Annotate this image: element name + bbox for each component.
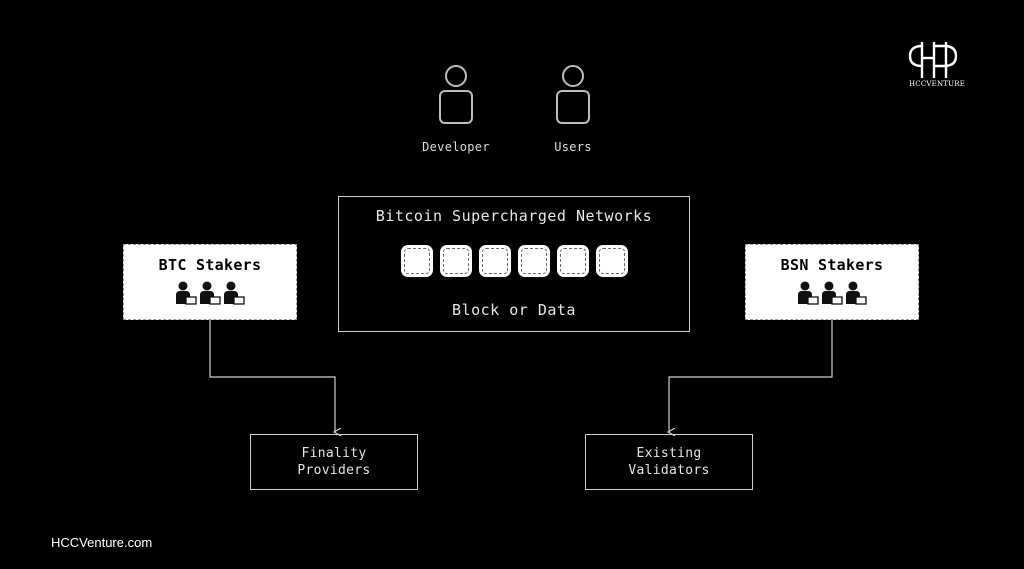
staker-icon: [798, 281, 819, 305]
staker-group-icon: [124, 280, 296, 306]
person-icon: [556, 65, 590, 124]
btc-stakers-label: BTC Stakers: [158, 256, 262, 274]
developer-label: Developer: [422, 140, 490, 154]
block-icon: [518, 245, 550, 277]
staker-icon: [176, 281, 197, 305]
block-icon: [596, 245, 628, 277]
block-icon: [479, 245, 511, 277]
block-icon: [557, 245, 589, 277]
bsn-stakers-box: BSN Stakers: [745, 244, 919, 320]
footer-website: HCCVenture.com: [51, 535, 153, 550]
bitcoin-supercharged-networks-box: Bitcoin Supercharged Networks Block or D…: [338, 196, 690, 332]
hccventure-logo-icon: [908, 42, 958, 78]
users-label: Users: [554, 140, 592, 154]
staker-icon: [200, 281, 221, 305]
staker-group-icon: [746, 280, 918, 306]
bsn-to-validators-connector: [669, 320, 833, 432]
block-icon: [401, 245, 433, 277]
btc-stakers-box: BTC Stakers: [123, 244, 297, 320]
staker-icon: [224, 281, 245, 305]
network-subtitle: Block or Data: [452, 301, 576, 319]
finality-providers-box: Finality Providers: [250, 434, 418, 490]
network-title: Bitcoin Supercharged Networks: [375, 207, 653, 225]
bsn-stakers-label: BSN Stakers: [780, 256, 884, 274]
existing-validators-box: Existing Validators: [585, 434, 753, 490]
block-icon: [440, 245, 472, 277]
person-icon: [439, 65, 473, 124]
logo-text: HCCVENTURE: [908, 80, 966, 88]
btc-to-finality-connector: [209, 320, 335, 432]
staker-icon: [822, 281, 843, 305]
staker-icon: [846, 281, 867, 305]
